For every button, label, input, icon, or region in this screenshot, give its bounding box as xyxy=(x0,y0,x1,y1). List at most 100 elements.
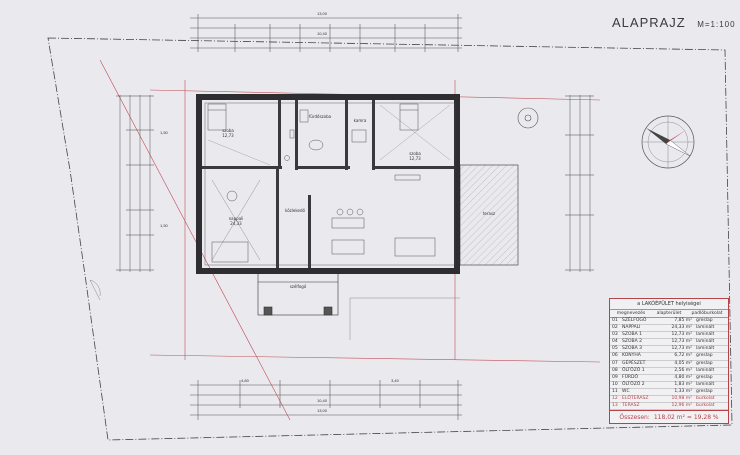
schedule-cell-area: 1,33 m² xyxy=(674,388,692,394)
schedule-cell-area: 12,73 m² xyxy=(671,339,692,345)
total-label: Összesen: xyxy=(619,413,650,421)
furniture xyxy=(207,103,436,263)
schedule-row: 07 GÉPÉSZET 4,05 m² greslap xyxy=(610,361,728,368)
schedule-cell-area: 7,85 m² xyxy=(674,318,692,323)
col-name: megnevezés xyxy=(616,311,646,316)
schedule-cell-name: GÉPÉSZET xyxy=(622,360,646,366)
schedule-cell-area: 4,05 m² xyxy=(674,360,692,366)
schedule-cell-floor: greslap xyxy=(696,353,713,359)
plot-boundary xyxy=(47,37,733,441)
room-label-nappali-area: 24,33 xyxy=(230,221,242,226)
schedule-total: Összesen: 118,02 m² = 19,28 % xyxy=(610,410,728,423)
schedule-cell-name: ÖLTÖZŐ 1 xyxy=(622,367,645,373)
drawing-title: ALAPRAJZ M=1:100 xyxy=(612,14,736,32)
schedule-cell-area: 24,33 m² xyxy=(671,325,692,331)
schedule-cell-area: 6,72 m² xyxy=(674,353,692,359)
dim-top-total: 13,00 xyxy=(317,11,328,16)
schedule-cell-name: NAPPALI xyxy=(622,325,641,331)
dim-left-b: 1,50 xyxy=(160,223,169,228)
schedule-cell-n: 13 xyxy=(612,403,618,409)
schedule-cell-floor: laminált xyxy=(696,381,715,387)
schedule-cell-n: 07 xyxy=(612,360,618,366)
schedule-cell-area: 2,56 m² xyxy=(674,367,692,373)
schedule-cell-area: 12,73 m² xyxy=(671,332,692,338)
room-label-furdo: fürdőszoba xyxy=(309,114,332,119)
schedule-cell-n: 04 xyxy=(612,339,618,345)
exterior-walls xyxy=(196,94,460,274)
schedule-cell-name: SZOBA 1 xyxy=(622,332,642,338)
room-label-nappali: nappali xyxy=(229,216,244,221)
schedule-cell-area: 4,80 m² xyxy=(674,374,692,380)
col-area: alapterület xyxy=(656,311,682,316)
schedule-cell-floor: laminált xyxy=(696,325,715,331)
dim-left-a: 1,50 xyxy=(160,130,169,135)
north-arrow-icon xyxy=(641,115,695,169)
schedule-cell-area: 10,98 m² xyxy=(671,396,692,402)
wall-outlines xyxy=(204,102,456,266)
top-dimension-chains xyxy=(190,14,462,52)
schedule-cell-name: TERASZ xyxy=(622,403,640,409)
total-value: 118,02 m² = 19,28 % xyxy=(653,413,719,421)
tree-symbol xyxy=(517,107,539,129)
schedule-cell-floor: burkolat xyxy=(696,396,715,402)
schedule-cell-name: SZÉLFOGÓ xyxy=(622,318,647,323)
schedule-cell-n: 08 xyxy=(612,367,618,373)
interior-walls xyxy=(202,100,454,268)
schedule-cell-n: 12 xyxy=(612,396,618,402)
schedule-cell-floor: greslap xyxy=(696,318,713,323)
schedule-cell-floor: greslap xyxy=(696,374,713,380)
schedule-cell-n: 02 xyxy=(612,325,618,331)
schedule-cell-floor: laminált xyxy=(696,332,715,338)
schedule-cell-area: 12,96 m² xyxy=(671,403,692,409)
schedule-cell-floor: burkolat xyxy=(696,403,715,409)
room-label-terasz: terasz xyxy=(483,211,495,216)
schedule-columns: megnevezés alapterület padlóburkolat xyxy=(610,310,728,318)
schedule-cell-name: KONYHA xyxy=(622,353,641,359)
schedule-cell-n: 06 xyxy=(612,353,618,359)
room-label-kamra: kamra xyxy=(354,118,367,123)
setback-lines xyxy=(99,59,601,421)
schedule-cell-n: 01 xyxy=(612,318,618,323)
schedule-cell-n: 09 xyxy=(612,374,618,380)
schedule-row: 03 SZOBA 1 12,73 m² laminált xyxy=(610,332,728,340)
schedule-cell-floor: greslap xyxy=(696,388,713,394)
room-label-szoba1: szoba xyxy=(222,128,234,133)
schedule-cell-name: FÜRDŐ xyxy=(622,374,639,380)
schedule-cell-name: SZOBA 2 xyxy=(622,339,642,345)
schedule-cell-n: 03 xyxy=(612,332,618,338)
schedule-cell-n: 10 xyxy=(612,381,618,387)
entrance-porch xyxy=(257,272,339,316)
dim-bottom-left: 4,80 xyxy=(241,378,250,383)
bottom-dimension-chains xyxy=(190,380,462,420)
schedule-cell-floor: laminált xyxy=(696,346,715,352)
room-label-szelfogo: szélfogó xyxy=(290,284,307,289)
left-dimension-chains xyxy=(116,95,154,272)
room-label-szoba1-area: 12,73 xyxy=(222,133,234,138)
room-label-kozl: közlekedő xyxy=(285,208,305,213)
dim-bottom-right: 3,40 xyxy=(391,378,400,383)
site-lines xyxy=(89,279,460,340)
room-label-szoba2-area: 12,73 xyxy=(409,156,421,161)
schedule-row: 13 TERASZ 12,96 m² burkolat xyxy=(610,403,728,411)
schedule-header: a LAKÓÉPÜLET helyiségei xyxy=(610,299,728,310)
room-schedule-table: a LAKÓÉPÜLET helyiségei megnevezés alapt… xyxy=(609,298,729,424)
schedule-row: 09 FÜRDŐ 4,80 m² greslap xyxy=(610,375,728,382)
schedule-row: 02 NAPPALI 24,33 m² laminált xyxy=(610,325,728,333)
schedule-cell-name: WC xyxy=(622,388,630,394)
col-floor: padlóburkolat xyxy=(691,311,723,316)
title-text: ALAPRAJZ xyxy=(612,15,686,30)
schedule-cell-name: SZOBA 3 xyxy=(622,346,642,352)
room-label-szoba2: szoba xyxy=(409,151,421,156)
dim-bottom-inner: 10,40 xyxy=(317,398,328,403)
schedule-cell-floor: greslap xyxy=(696,360,713,366)
scale-text: M=1:100 xyxy=(697,20,736,29)
schedule-cell-name: ÖLTÖZŐ 2 xyxy=(622,381,645,387)
schedule-rows: 01 SZÉLFOGÓ 7,85 m² greslap 02 NAPPALI 24,33 m… xyxy=(610,318,728,411)
corridor-diagonals xyxy=(207,104,451,166)
dim-top-inner: 10,40 xyxy=(317,31,328,36)
schedule-cell-floor: laminált xyxy=(696,339,715,345)
